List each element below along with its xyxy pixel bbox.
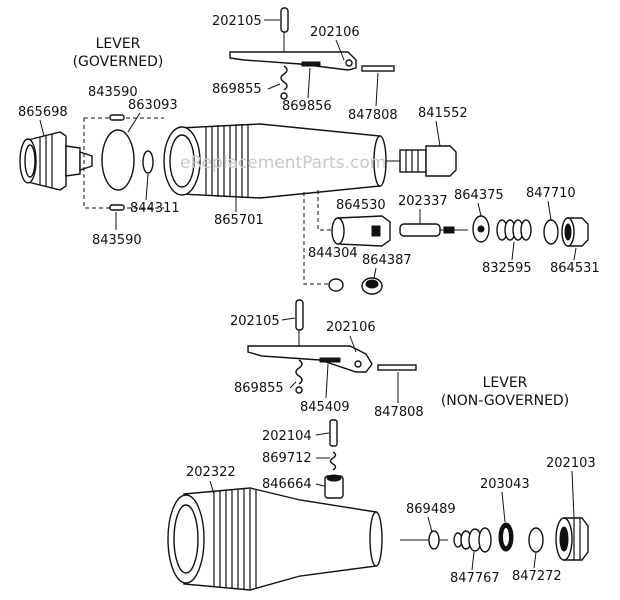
governed-title-line2: (GOVERNED): [73, 54, 164, 70]
part-202105-pin-bottom[interactable]: [295, 299, 304, 348]
part-847272-disc[interactable]: [528, 527, 544, 553]
part-202106-lever-bottom[interactable]: [247, 345, 373, 373]
part-843590-screw-top[interactable]: [109, 114, 125, 121]
part-843590-screw-bottom[interactable]: [109, 204, 125, 211]
label-847710: 847710: [526, 186, 576, 201]
part-869712-spring[interactable]: [329, 451, 337, 471]
label-869855-bottom: 869855: [234, 381, 284, 396]
part-869855-bottom[interactable]: [295, 359, 303, 394]
part-847767-rings[interactable]: [453, 527, 492, 553]
part-863093-gasket[interactable]: [101, 129, 135, 191]
label-843590-bottom: 843590: [92, 233, 142, 248]
label-832595: 832595: [482, 261, 532, 276]
label-202104: 202104: [262, 429, 312, 444]
part-865698-front-cap[interactable]: [19, 131, 93, 191]
label-869712: 869712: [262, 451, 312, 466]
label-202106-bottom: 202106: [326, 320, 376, 335]
label-843590-top: 843590: [88, 85, 138, 100]
part-845409[interactable]: [319, 357, 341, 363]
part-847808-top[interactable]: [361, 65, 395, 72]
part-847710-disc[interactable]: [543, 219, 559, 245]
label-847272: 847272: [512, 569, 562, 584]
part-847808-bottom[interactable]: [377, 364, 417, 371]
label-847808-top: 847808: [348, 108, 398, 123]
label-865698: 865698: [18, 105, 68, 120]
label-846664: 846664: [262, 477, 312, 492]
label-863093: 863093: [128, 98, 178, 113]
label-202106-top: 202106: [310, 25, 360, 40]
part-203043[interactable]: [498, 522, 514, 552]
label-841552: 841552: [418, 106, 468, 121]
label-845409: 845409: [300, 400, 350, 415]
part-202322-housing[interactable]: [167, 487, 383, 591]
label-864530: 864530: [336, 198, 386, 213]
part-864387-valve[interactable]: [361, 277, 383, 295]
watermark: eReplacementParts.com: [180, 153, 386, 173]
label-203043: 203043: [480, 477, 530, 492]
part-202337-shaft[interactable]: [399, 223, 468, 237]
label-869856: 869856: [282, 99, 332, 114]
part-841552-fitting[interactable]: [386, 145, 457, 177]
label-864375: 864375: [454, 188, 504, 203]
part-202105-pin-top[interactable]: [280, 7, 289, 52]
part-869489-stem[interactable]: [400, 530, 448, 550]
label-864387: 864387: [362, 253, 412, 268]
part-864530-governor-body[interactable]: [331, 215, 391, 247]
label-202322: 202322: [186, 465, 236, 480]
nongoverned-title-line2: (NON-GOVERNED): [441, 393, 569, 409]
label-202105-top: 202105: [212, 14, 262, 29]
label-869489: 869489: [406, 502, 456, 517]
part-202106-lever-top[interactable]: [229, 51, 357, 71]
part-846664-valve[interactable]: [324, 474, 344, 499]
part-864531-cap[interactable]: [561, 217, 589, 247]
label-847808-bottom: 847808: [374, 405, 424, 420]
part-844311-oring[interactable]: [142, 150, 154, 174]
nongoverned-title-line1: LEVER: [483, 375, 528, 391]
label-202103: 202103: [546, 456, 596, 471]
part-202103-cap[interactable]: [555, 517, 589, 561]
label-202105-bottom: 202105: [230, 314, 280, 329]
part-869856[interactable]: [301, 61, 321, 67]
part-869855-top[interactable]: [280, 65, 288, 100]
label-202337: 202337: [398, 194, 448, 209]
part-865701-housing[interactable]: [163, 123, 387, 199]
label-844304: 844304: [308, 246, 358, 261]
part-202104-pin[interactable]: [329, 419, 338, 447]
part-832595-rings[interactable]: [496, 219, 532, 241]
label-869855-top: 869855: [212, 82, 262, 97]
label-864531: 864531: [550, 261, 600, 276]
part-844304-oring[interactable]: [328, 278, 344, 292]
label-844311: 844311: [130, 201, 180, 216]
part-864375-nut[interactable]: [472, 215, 490, 243]
label-865701: 865701: [214, 213, 264, 228]
governed-title-line1: LEVER: [96, 36, 141, 52]
label-847767: 847767: [450, 571, 500, 586]
